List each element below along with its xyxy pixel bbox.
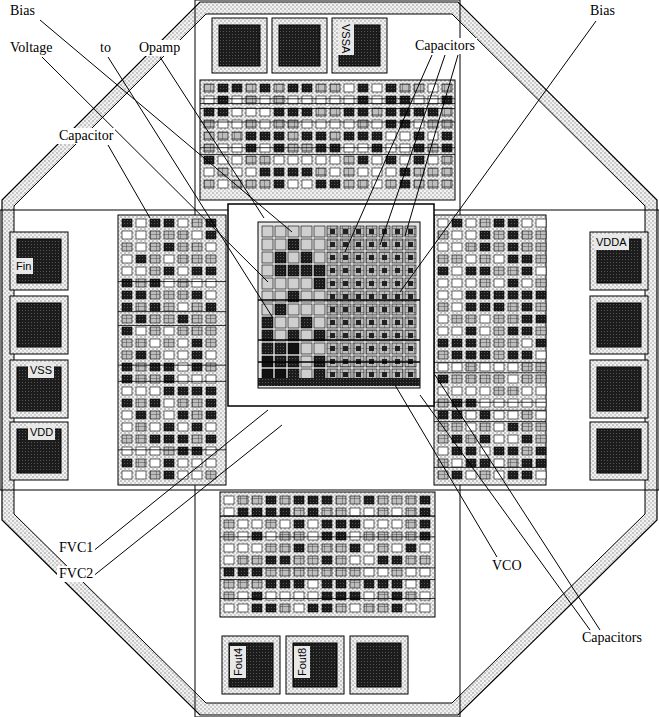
pad-name: VSSA bbox=[338, 22, 354, 55]
callout-label: Bias bbox=[588, 3, 617, 19]
bond-pad bbox=[590, 422, 648, 480]
pad-frame bbox=[195, 0, 460, 717]
bond-pad bbox=[222, 636, 280, 694]
pad-name: Fout8 bbox=[294, 646, 310, 678]
bond-pad bbox=[286, 636, 344, 694]
bond-pad bbox=[10, 232, 68, 290]
esd-block bbox=[118, 215, 226, 485]
bond-pad bbox=[590, 360, 648, 418]
pad-name: VSS bbox=[28, 362, 54, 378]
core-area bbox=[228, 204, 434, 406]
callout-label: Capacitor bbox=[57, 128, 115, 144]
bond-pad bbox=[350, 636, 408, 694]
bond-pad bbox=[10, 360, 68, 418]
bond-pad bbox=[272, 18, 327, 73]
seal-ring-inner bbox=[14, 14, 645, 703]
pad-frame bbox=[0, 210, 659, 490]
pad-name: VDD bbox=[28, 424, 55, 440]
leader-lines bbox=[40, 20, 600, 630]
callout-label: Voltage bbox=[8, 40, 55, 56]
core-circuit bbox=[258, 222, 420, 388]
bond-pad bbox=[590, 296, 648, 354]
esd-block bbox=[434, 215, 546, 485]
bond-pad bbox=[590, 232, 648, 290]
callout-label: Opamp bbox=[137, 40, 182, 56]
pad-name: Fout4 bbox=[230, 646, 246, 678]
callout-label: VCO bbox=[490, 558, 524, 574]
callout-label: Capacitors bbox=[580, 630, 644, 646]
bond-pad bbox=[10, 422, 68, 480]
esd-block bbox=[200, 80, 455, 200]
esd-block bbox=[220, 492, 435, 617]
pad-name: Fin bbox=[14, 258, 33, 274]
pad-name: VDDA bbox=[594, 234, 629, 250]
callout-label: Capacitors bbox=[413, 38, 477, 54]
bond-pad bbox=[10, 296, 68, 354]
callout-label: to bbox=[98, 40, 113, 56]
bond-pad bbox=[332, 18, 387, 73]
callout-label: Bias bbox=[8, 3, 37, 19]
callout-label: FVC2 bbox=[57, 566, 95, 582]
bond-pad bbox=[212, 18, 267, 73]
callout-label: FVC1 bbox=[57, 540, 95, 556]
